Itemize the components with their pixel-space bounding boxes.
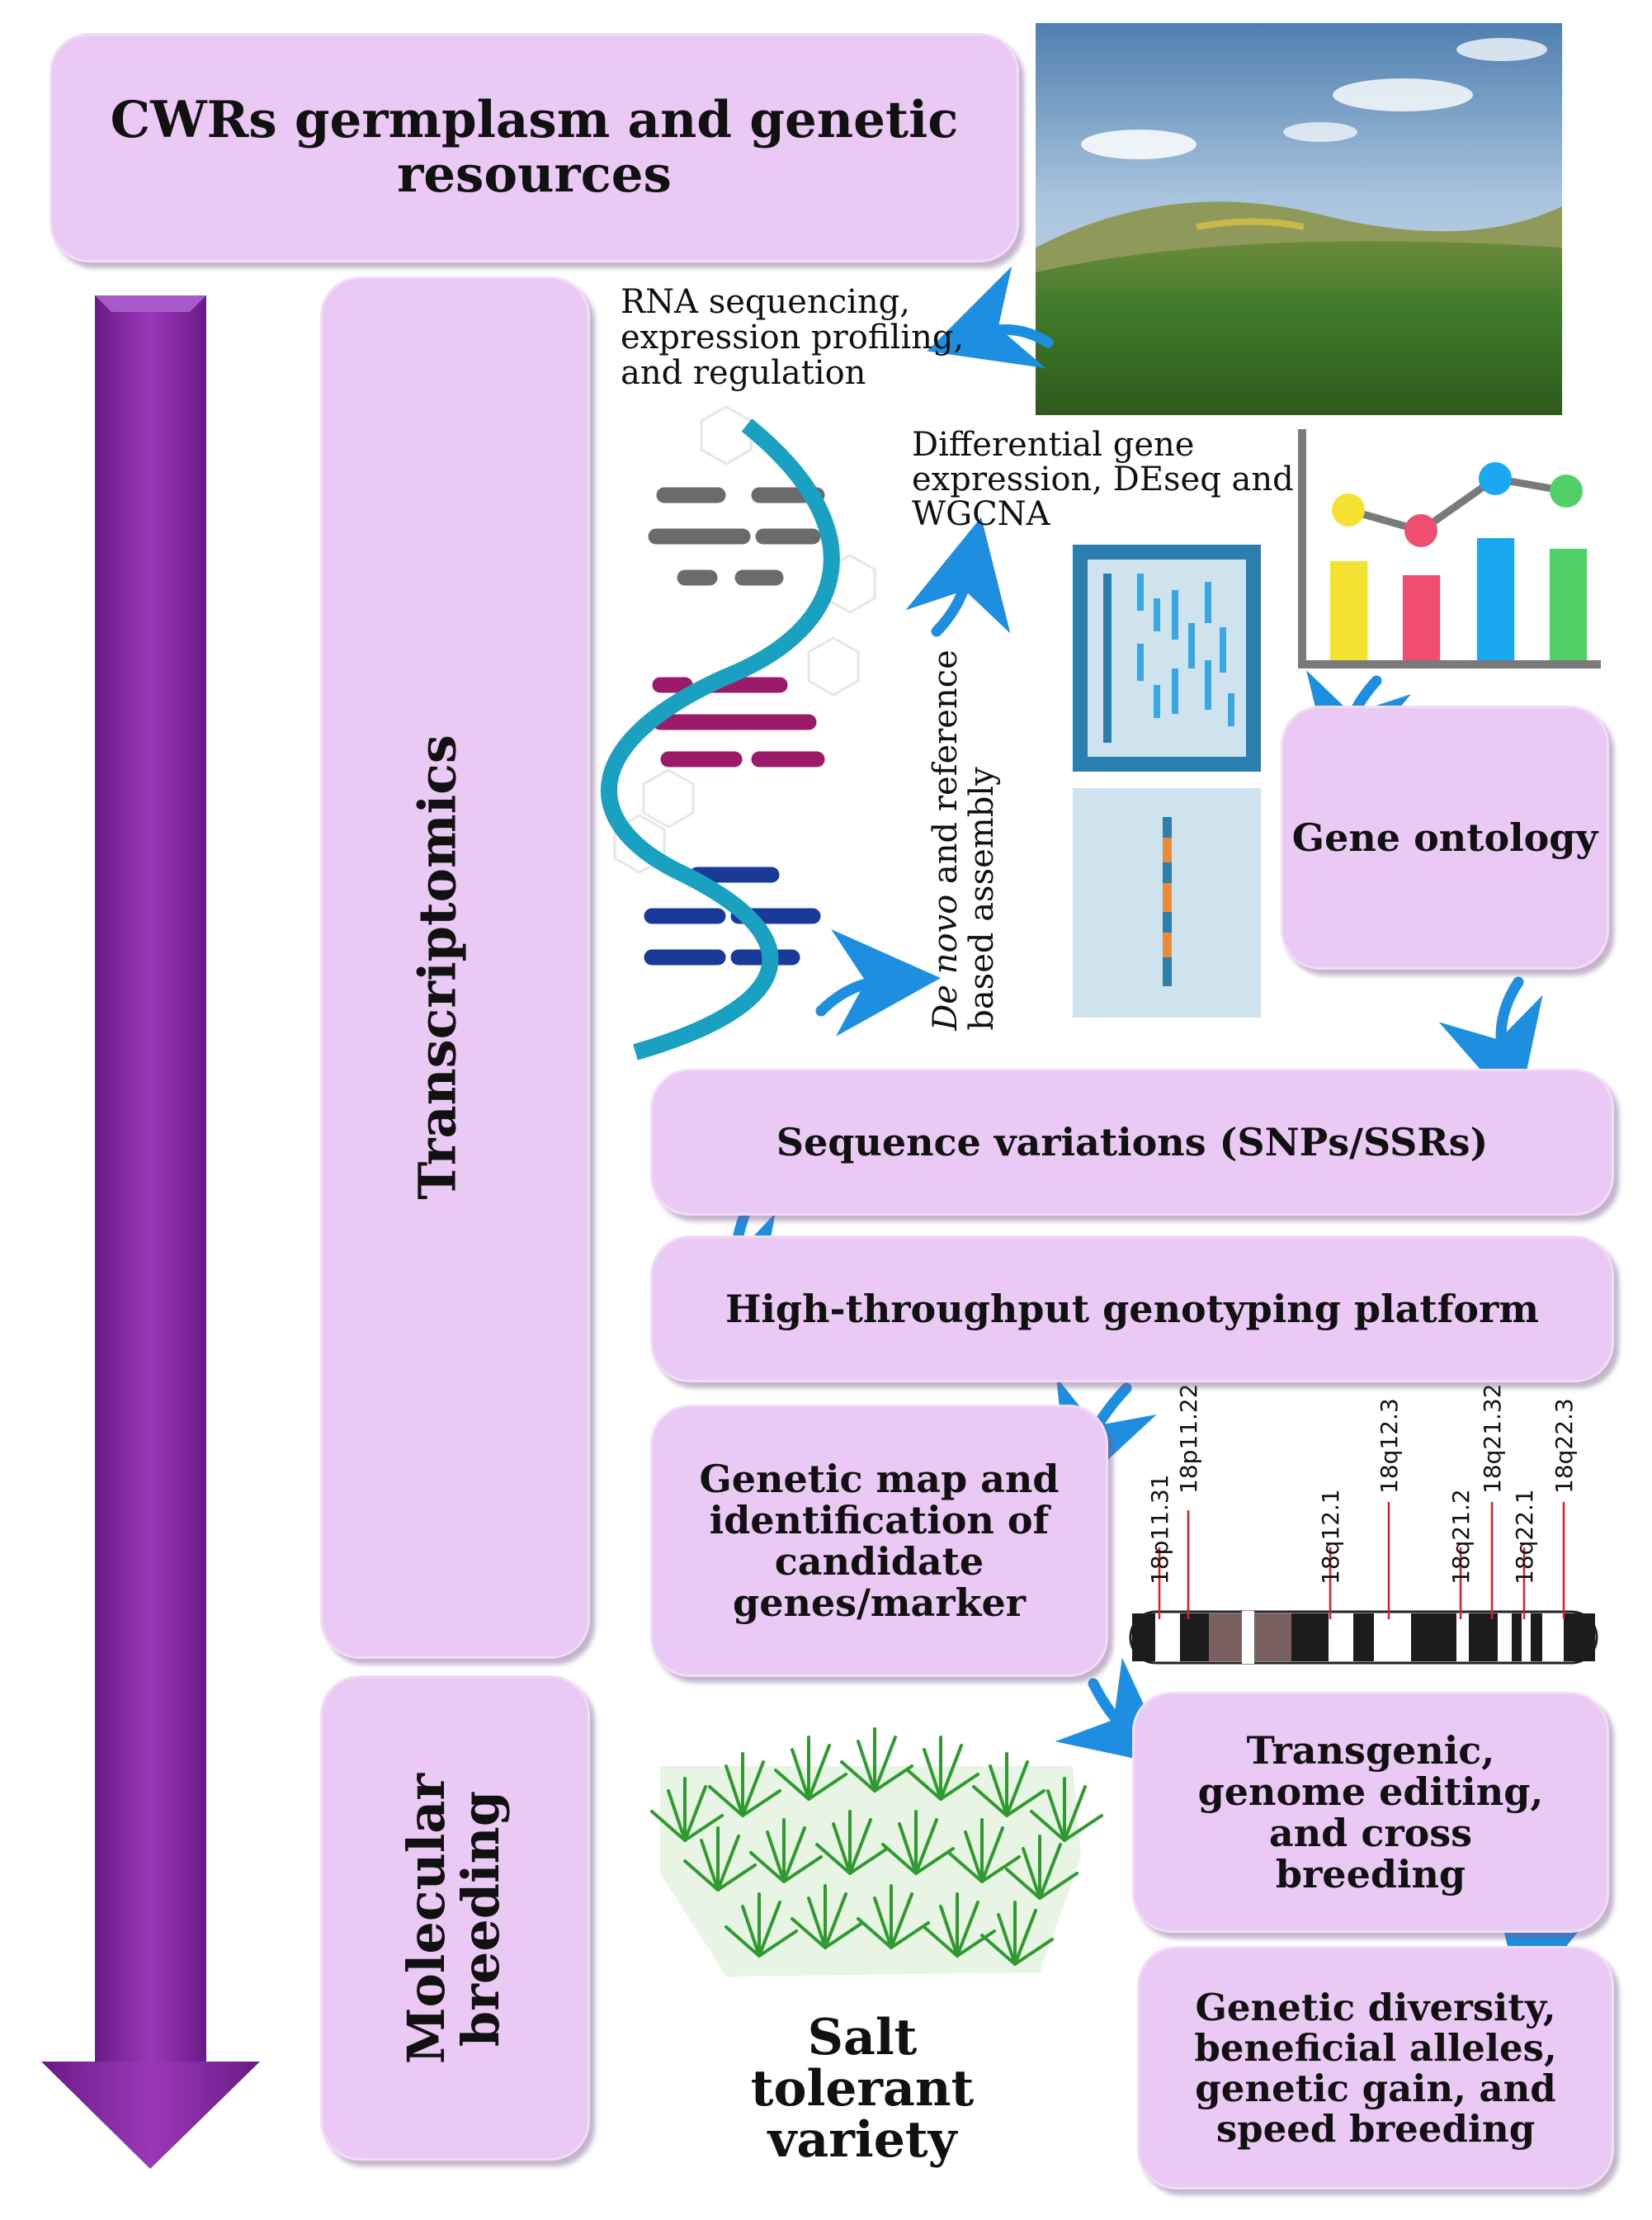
chromosome-band-label: 18q22.3 xyxy=(1551,1398,1578,1494)
grass-field-icon xyxy=(650,1727,1103,1977)
rna-seq-line3: and regulation xyxy=(621,354,866,392)
arrow-dna-to-assembly xyxy=(815,928,941,1037)
assembly-rest: and reference xyxy=(927,649,965,895)
sequence-variations: Sequence variations (SNPs/SSRs) xyxy=(776,1120,1489,1164)
sequence-variations-box: Sequence variations (SNPs/SSRs) xyxy=(650,1069,1614,1216)
salt-line2: variety xyxy=(767,2111,957,2169)
chromosome-band-label: 18p11.31 xyxy=(1146,1474,1173,1585)
salt-line1: Salt tolerant xyxy=(750,2009,975,2118)
arrow-photo-to-rna xyxy=(927,266,1054,369)
heatmap-icon xyxy=(1073,545,1261,1018)
chromosome-ideogram: 18p11.31 18p11.22 18q12.1 18q12.3 18q21.… xyxy=(1129,1383,1598,1665)
arrow-assembly-to-dge xyxy=(905,517,1011,637)
transgenic-box: Transgenic, genome editing, and cross br… xyxy=(1132,1692,1609,1933)
genotyping-platform-box: High-throughput genotyping platform xyxy=(650,1235,1614,1382)
cwr-title-box: CWRs germplasm and genetic resources xyxy=(50,33,1019,262)
main-flow-arrow xyxy=(41,295,260,2169)
rna-seq-line1: RNA sequencing, xyxy=(621,283,910,321)
gene-ontology: Gene ontology xyxy=(1291,815,1598,860)
assembly-label: De novo and reference based assembly xyxy=(927,649,1001,1031)
dge-line1: Differential gene xyxy=(912,426,1195,464)
chromosome-band-label: 18q12.1 xyxy=(1317,1489,1344,1585)
transgenic: Transgenic, genome editing, and cross br… xyxy=(1197,1728,1544,1896)
field-photo xyxy=(1036,23,1562,415)
rna-seq-label: RNA sequencing, expression profiling, an… xyxy=(621,285,964,391)
arrow-ontology-to-snp xyxy=(1438,976,1543,1112)
chromosome-band-label: 18q21.2 xyxy=(1447,1489,1475,1585)
molecular-breeding-label: Molecular breeding xyxy=(396,1773,511,2065)
chromosome-band-label: 18q21.32 xyxy=(1479,1383,1506,1494)
arrow-map-to-transgenic xyxy=(1055,1657,1173,1767)
molecular-breeding-line1: Molecular xyxy=(396,1773,456,2065)
cwr-title: CWRs germplasm and genetic resources xyxy=(110,91,959,204)
genetic-diversity: Genetic diversity, beneficial alleles, g… xyxy=(1194,1985,1557,2151)
dge-label: Differential gene expression, DEseq and … xyxy=(912,427,1294,531)
dge-line3: WGCNA xyxy=(912,495,1050,533)
transcriptomics-box xyxy=(320,276,590,1659)
molecular-breeding-line2: breeding xyxy=(451,1790,511,2048)
genotyping-platform: High-throughput genotyping platform xyxy=(725,1287,1540,1331)
gene-ontology-box: Gene ontology xyxy=(1281,706,1609,970)
transcriptomics-label: Transcriptomics xyxy=(407,734,468,1200)
dna-helix-icon xyxy=(601,405,876,1060)
chromosome-band-label: 18q12.3 xyxy=(1376,1398,1403,1494)
rna-seq-line2: expression profiling, xyxy=(621,319,965,357)
genetic-map-box: Genetic map and identification of candid… xyxy=(650,1405,1108,1677)
assembly-line2: based assembly xyxy=(963,767,1001,1031)
chromosome-band-label: 18p11.22 xyxy=(1175,1383,1202,1494)
dge-line2: expression, DEseq and xyxy=(912,461,1294,498)
molecular-breeding-box xyxy=(320,1675,590,2161)
chromosome-band-label: 18q22.1 xyxy=(1511,1489,1538,1585)
line-bar-chart-icon xyxy=(1298,429,1601,668)
genetic-map: Genetic map and identification of candid… xyxy=(699,1457,1060,1625)
salt-tolerant-label: Salt tolerant variety xyxy=(693,2012,1031,2166)
genetic-diversity-box: Genetic diversity, beneficial alleles, g… xyxy=(1137,1946,1614,2189)
assembly-italic: De novo xyxy=(927,894,965,1031)
